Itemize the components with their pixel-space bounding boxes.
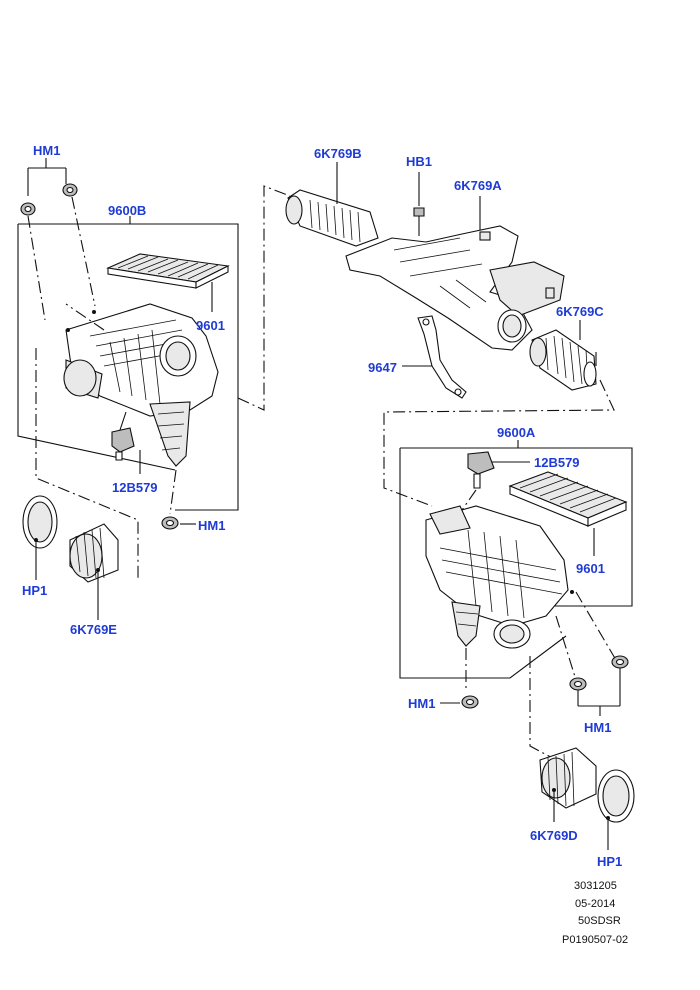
label-12b579-right: 12B579 bbox=[534, 455, 580, 470]
label-6k769c: 6K769C bbox=[556, 304, 604, 319]
maf-sensor-left bbox=[111, 427, 135, 461]
reference-block: 3031205 05-2014 50SDSR P0190507-02 bbox=[562, 880, 628, 946]
ref-code: 3031205 bbox=[574, 880, 617, 892]
hose-6k769c bbox=[529, 329, 597, 391]
label-9600a: 9600A bbox=[497, 425, 536, 440]
label-hm1-top-left: HM1 bbox=[33, 143, 60, 158]
filter-element-right bbox=[508, 471, 628, 527]
air-box-left bbox=[63, 303, 219, 467]
duct-6k769a bbox=[345, 225, 565, 351]
bolt-hb1 bbox=[413, 207, 425, 236]
grommet-hm1-top-left-b bbox=[62, 183, 78, 197]
label-hp1-right: HP1 bbox=[597, 854, 622, 869]
grommet-hm1-right-a bbox=[569, 677, 587, 691]
plug-hp1-right bbox=[597, 769, 635, 823]
duct-6k769d bbox=[539, 747, 597, 809]
label-hb1: HB1 bbox=[406, 154, 432, 169]
label-hm1-left-bottom: HM1 bbox=[198, 518, 225, 533]
label-6k769e: 6K769E bbox=[70, 622, 117, 637]
left-air-cleaner-assembly bbox=[17, 158, 239, 620]
maf-sensor-right bbox=[467, 451, 495, 489]
label-6k769b: 6K769B bbox=[314, 146, 362, 161]
ref-illustration: P0190507-02 bbox=[562, 934, 628, 946]
grommet-hm1-left-bottom bbox=[161, 516, 179, 530]
ref-model: 50SDSR bbox=[578, 915, 621, 927]
filter-element-left bbox=[106, 253, 230, 289]
hose-6k769b bbox=[285, 189, 379, 247]
label-12b579-left: 12B579 bbox=[112, 480, 158, 495]
grommet-hm1-right-left bbox=[461, 695, 479, 709]
label-hp1-left: HP1 bbox=[22, 583, 47, 598]
label-9647: 9647 bbox=[368, 360, 397, 375]
label-6k769d: 6K769D bbox=[530, 828, 578, 843]
grommet-hm1-right-b bbox=[611, 655, 629, 669]
bracket-9647 bbox=[417, 315, 467, 399]
grommet-hm1-top-left-a bbox=[20, 202, 36, 216]
label-hm1-right-left: HM1 bbox=[408, 696, 435, 711]
label-9601-left: 9601 bbox=[196, 318, 225, 333]
right-air-cleaner-assembly bbox=[399, 440, 635, 850]
air-box-right bbox=[425, 505, 569, 649]
plug-hp1-left bbox=[22, 495, 58, 549]
label-hm1-right-bottom: HM1 bbox=[584, 720, 611, 735]
duct-6k769e bbox=[69, 523, 119, 583]
ref-date: 05-2014 bbox=[575, 898, 615, 910]
callout-labels: HM1 9600B 9601 12B579 HM1 HP1 6K769E 6K7… bbox=[22, 143, 622, 869]
intake-ducts-center bbox=[285, 162, 597, 399]
label-6k769a: 6K769A bbox=[454, 178, 502, 193]
label-9601-right: 9601 bbox=[576, 561, 605, 576]
label-9600b: 9600B bbox=[108, 203, 146, 218]
